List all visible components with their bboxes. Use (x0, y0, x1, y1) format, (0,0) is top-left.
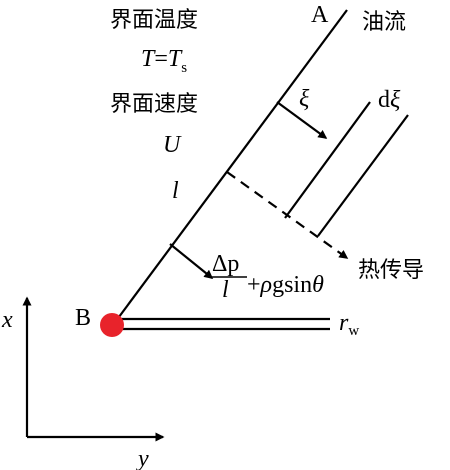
interface-line (112, 9, 348, 326)
temperature-equation: T=Ts (141, 46, 187, 76)
interface-speed-label: 界面速度 (110, 92, 198, 117)
delta-p-numerator: Δp (212, 251, 239, 277)
pressure-gradient-arrow (169, 243, 214, 279)
dxi-label: dξ (378, 87, 401, 113)
xi-arrow (276, 101, 328, 139)
point-b-marker (100, 313, 124, 337)
point-b-label: B (75, 305, 91, 331)
x-axis-label: x (1, 307, 13, 333)
gravity-term: +ρgsinθ (247, 272, 324, 298)
length-label: l (172, 178, 179, 204)
xi-label: ξ (299, 86, 310, 112)
layer-line-1 (284, 101, 371, 219)
interface-temperature-label: 界面温度 (110, 8, 198, 33)
well-radius-label: rw (339, 310, 359, 339)
heat-conduction-arrow (226, 171, 349, 259)
layer-line-2 (317, 114, 409, 237)
oil-flow-label: 油流 (362, 10, 406, 35)
speed-symbol: U (163, 132, 182, 158)
fraction-denominator: l (222, 277, 229, 303)
y-axis-label: y (136, 446, 149, 470)
heat-conduction-label: 热传导 (358, 258, 424, 283)
point-a-label: A (311, 2, 329, 28)
